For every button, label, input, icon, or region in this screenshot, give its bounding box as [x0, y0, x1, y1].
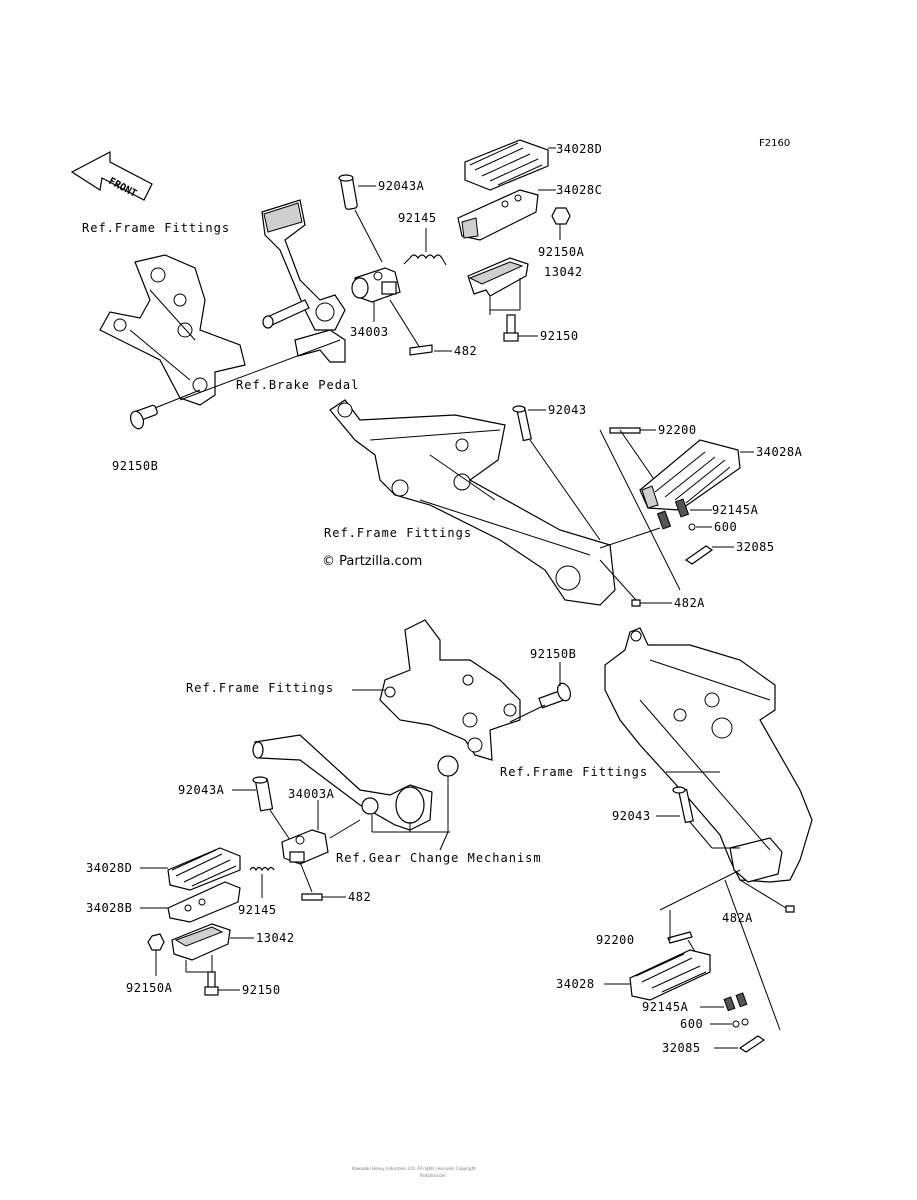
ref-gear-change-mechanism: Ref.Gear Change Mechanism	[336, 851, 542, 865]
ref-frame-fittings-3: Ref.Frame Fittings	[186, 681, 334, 695]
springs-92145a-bottom	[723, 992, 748, 1012]
label-92043a-top: 92043A	[378, 179, 425, 193]
label-482-top: 482	[454, 344, 477, 358]
label-482a-top: 482A	[674, 596, 705, 610]
label-92145a-top: 92145A	[712, 503, 759, 517]
front-arrow-icon: FRONT	[70, 151, 153, 201]
label-92043-bottom: 92043	[612, 809, 651, 823]
label-34028b: 34028B	[86, 901, 132, 915]
peg-holder-34003	[351, 267, 401, 303]
rear-bracket-right	[329, 399, 616, 606]
ref-frame-fittings-2: Ref.Frame Fittings	[324, 526, 472, 540]
label-600-top: 600	[714, 520, 737, 534]
nut-92150a-top	[551, 207, 571, 225]
pin-92043-top	[512, 405, 532, 442]
ref-frame-fittings-4: Ref.Frame Fittings	[500, 765, 648, 779]
bracket-13042-top	[467, 257, 529, 297]
plate-32085-bottom	[738, 1035, 766, 1053]
label-92145-top: 92145	[398, 211, 437, 225]
plate-32085-top	[684, 545, 714, 565]
pin-92200-bottom	[667, 931, 693, 944]
pin-92043-bottom	[672, 786, 694, 824]
spring-92145-top	[403, 254, 447, 266]
label-92043-top: 92043	[548, 403, 587, 417]
rear-bracket-right-bottom	[604, 627, 813, 883]
label-92150b-top: 92150B	[112, 459, 158, 473]
label-92145-bottom: 92145	[238, 903, 277, 917]
label-600-bottom: 600	[680, 1017, 703, 1031]
spring-92145-bottom	[249, 866, 275, 872]
footpeg-rubber-34028d-bottom	[167, 847, 241, 891]
pin-92043a-top	[338, 174, 358, 210]
label-34028a: 34028A	[756, 445, 803, 459]
ref-brake-pedal: Ref.Brake Pedal	[236, 378, 359, 392]
cotter-pin-482a-top	[631, 599, 641, 607]
cotter-pin-482-top	[409, 344, 433, 356]
footpeg-34028b	[167, 881, 241, 923]
bolt-92150b-top	[129, 404, 158, 430]
label-13042-top: 13042	[544, 265, 583, 279]
left-bracket-bottom	[379, 619, 521, 761]
diagram-code: F2160	[759, 138, 790, 149]
ref-frame-fittings-1: Ref.Frame Fittings	[82, 221, 230, 235]
bolt-92150-bottom	[204, 971, 219, 996]
label-482-bottom: 482	[348, 890, 371, 904]
watermark: © Partzilla.com	[322, 554, 422, 569]
label-92150-bottom: 92150	[242, 983, 281, 997]
label-92150a-top: 92150A	[538, 245, 585, 259]
label-92145a-bottom: 92145A	[642, 1000, 689, 1014]
label-34003: 34003	[350, 325, 389, 339]
cotter-pin-482a-bottom	[785, 905, 795, 913]
cotter-pin-482-bottom	[301, 893, 323, 901]
bolt-92150b-mid	[538, 682, 572, 709]
label-34003a: 34003A	[288, 787, 335, 801]
label-34028c: 34028C	[556, 183, 602, 197]
label-32085-bottom: 32085	[662, 1041, 701, 1055]
footpeg-34028c	[457, 189, 539, 241]
footpeg-34028a	[639, 439, 741, 511]
label-92200-bottom: 92200	[596, 933, 635, 947]
label-34028: 34028	[556, 977, 595, 991]
gear-pedal-ref	[252, 734, 459, 831]
label-482a-bottom: 482A	[722, 911, 753, 925]
label-13042-bottom: 13042	[256, 931, 295, 945]
bolt-92150-top	[503, 314, 519, 342]
left-bracket-top	[99, 254, 246, 406]
footpeg-rubber-34028d-top	[464, 139, 549, 191]
springs-92145a-top	[656, 498, 690, 530]
label-34028d-bottom: 34028D	[86, 861, 132, 875]
label-92150b-mid: 92150B	[530, 647, 576, 661]
ball-600-top	[688, 523, 696, 531]
label-32085-top: 32085	[736, 540, 775, 554]
pin-92043a-bottom	[252, 776, 274, 812]
label-92200-top: 92200	[658, 423, 697, 437]
nut-92150a-bottom	[147, 933, 165, 951]
footer-line-1: Kawasaki Heavy Industries, Ltd. All righ…	[352, 1166, 476, 1171]
footer-line-2: Partzilla.com	[420, 1173, 446, 1178]
bracket-13042-bottom	[171, 923, 231, 961]
label-92150-top: 92150	[540, 329, 579, 343]
label-92043a-bottom: 92043A	[178, 783, 225, 797]
footpeg-34028	[629, 949, 711, 1001]
label-92150a-bottom: 92150A	[126, 981, 173, 995]
brake-pedal-ref	[261, 199, 346, 363]
pin-92200-top	[609, 427, 641, 434]
label-34028d-top: 34028D	[556, 142, 602, 156]
ball-600-bottom	[732, 1018, 749, 1028]
peg-holder-34003a	[281, 829, 329, 865]
